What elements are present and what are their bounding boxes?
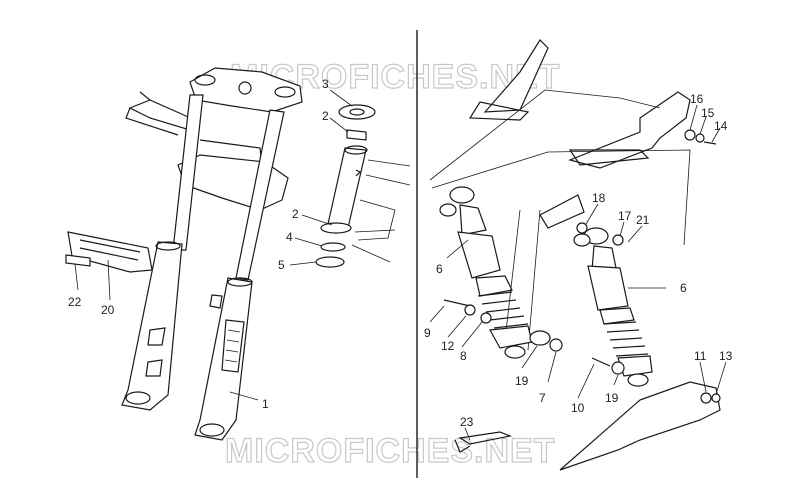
callout-1: 1: [262, 397, 269, 411]
bolt-part14: [703, 141, 717, 145]
callout-19-right: 19: [605, 391, 619, 405]
left-fork-tube: [172, 94, 204, 251]
callout-13: 13: [719, 349, 733, 363]
washer-part12: [464, 304, 476, 316]
steering-stem-assembly: [315, 104, 411, 268]
callout-16: 16: [690, 92, 704, 106]
bridge-plate: [65, 254, 91, 267]
stem-nut-part3: [338, 104, 376, 120]
upper-triple-clamp: [189, 67, 303, 113]
callout-2-lower: 2: [292, 207, 299, 221]
nut-part11: [700, 392, 712, 404]
callout-23: 23: [460, 415, 474, 429]
nut-part7: [549, 338, 563, 352]
callout-15: 15: [701, 106, 715, 120]
callout-14: 14: [714, 119, 728, 133]
callout-6-right: 6: [680, 281, 687, 295]
hook-wrench-part23: [454, 431, 513, 453]
callout-6-left: 6: [436, 262, 443, 276]
washer-part21: [576, 222, 588, 234]
callout-10: 10: [571, 401, 585, 415]
callout-4: 4: [286, 230, 293, 244]
washer-part19b: [611, 361, 625, 375]
shock-mount-bracket: [539, 194, 585, 229]
right-fork-slider: [194, 277, 253, 441]
nut-part15: [695, 133, 705, 143]
front-fork-assembly: [65, 67, 303, 441]
washer-part19a: [529, 330, 551, 346]
watermark-bottom: MICROFICHES.NET: [225, 432, 555, 470]
callout-22: 22: [68, 295, 82, 309]
left-fork-slider: [121, 241, 183, 411]
handlebar-clamp: [128, 99, 196, 131]
bolt-part9: [443, 299, 471, 307]
bearing-upper: [346, 129, 367, 141]
callout-5: 5: [278, 258, 285, 272]
leader-lines-left: [74, 89, 353, 401]
callout-8: 8: [460, 349, 467, 363]
callout-9: 9: [424, 326, 431, 340]
swingarm: [559, 381, 721, 471]
bearing-lower: [320, 222, 352, 234]
rear-shock-left: [439, 186, 533, 359]
rear-shock-right: [573, 227, 653, 387]
callout-21: 21: [636, 213, 650, 227]
callout-11: 11: [694, 349, 707, 363]
callout-18: 18: [592, 191, 606, 205]
leader-lines-right: [429, 104, 727, 441]
callout-19-left: 19: [515, 374, 529, 388]
callout-2-upper: 2: [322, 109, 329, 123]
seal-ring: [320, 242, 346, 252]
rear-suspension-assembly: [429, 39, 721, 471]
steering-stem: [327, 147, 367, 229]
right-fork-tube: [235, 109, 285, 281]
washer-part16: [684, 129, 696, 141]
nut-part13: [711, 393, 721, 403]
nut-part8: [480, 312, 492, 324]
washer-part17: [612, 234, 624, 246]
callout-20: 20: [101, 303, 115, 317]
callout-17: 17: [618, 209, 632, 223]
dust-cover: [315, 256, 345, 268]
frame-rail-bracket: [568, 91, 691, 169]
bolt-part10: [591, 357, 611, 367]
callout-labels: 1 2 2 3 4 5 6 6 7 8 9 10 11 12 13 14 15 …: [68, 77, 733, 429]
callout-3: 3: [322, 77, 329, 91]
callout-7: 7: [539, 391, 546, 405]
callout-12: 12: [441, 339, 455, 353]
